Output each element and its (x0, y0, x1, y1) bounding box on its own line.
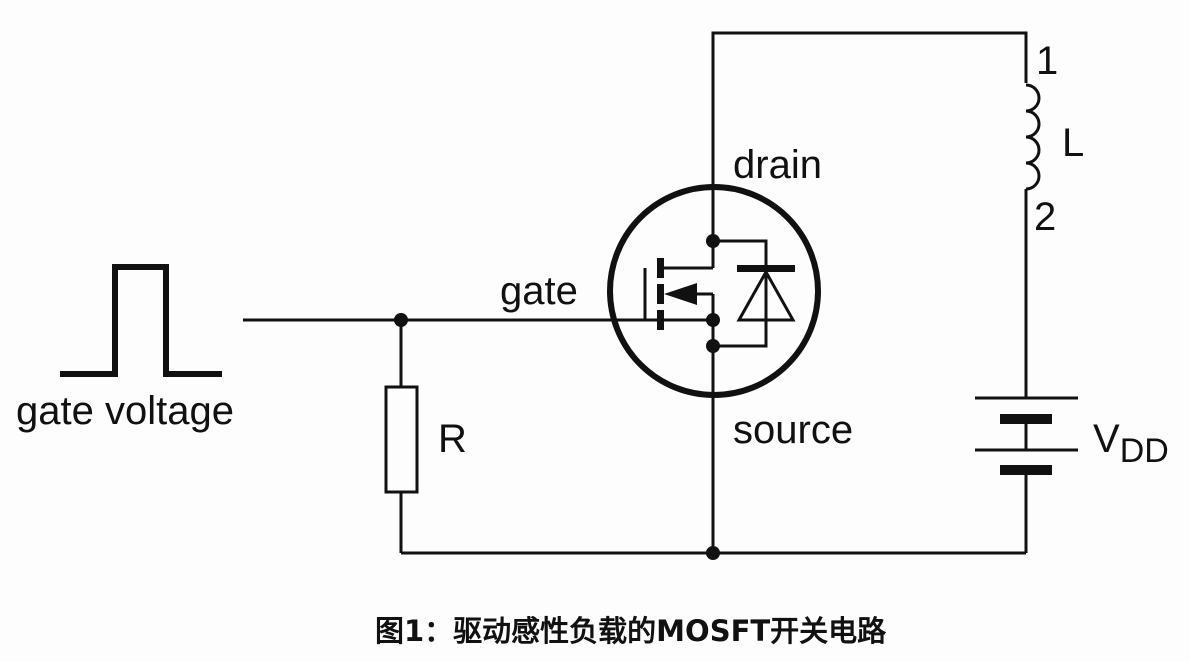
source-label: source (733, 408, 853, 452)
inductor-pin1-label: 1 (1036, 39, 1058, 83)
resistor-label: R (438, 417, 467, 461)
gate-label: gate (500, 269, 578, 313)
gate-pulse-icon (60, 264, 222, 377)
drain-label: drain (733, 143, 822, 187)
inductor-pin2-label: 2 (1034, 195, 1056, 239)
figure-caption: 图1：驱动感性负载的MOSFT开关电路 (375, 614, 887, 648)
mosfet-symbol (600, 184, 821, 553)
battery-symbol (975, 396, 1078, 553)
resistor-symbol (384, 385, 419, 494)
inductor-symbol (1025, 83, 1041, 191)
supply-label: VDD (1093, 417, 1169, 470)
gate-voltage-label: gate voltage (16, 389, 234, 433)
inductor-label: L (1062, 121, 1084, 165)
top-rail (711, 31, 1028, 236)
